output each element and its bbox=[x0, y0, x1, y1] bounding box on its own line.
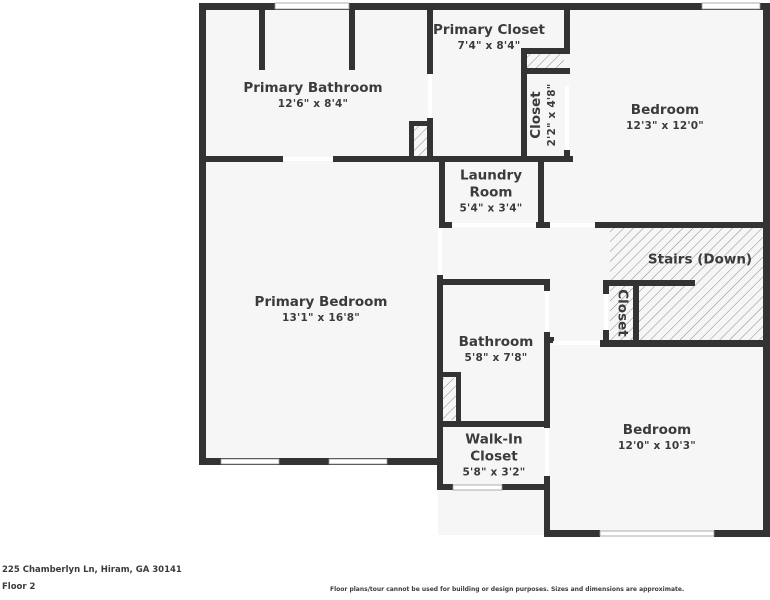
window bbox=[452, 484, 503, 491]
property-address: 225 Chamberlyn Ln, Hiram, GA 30141 bbox=[2, 565, 182, 575]
window bbox=[701, 2, 761, 10]
room-closet-top: Closet 2'2" x 4'8" bbox=[528, 84, 560, 147]
room-dimensions: 7'4" x 8'4" bbox=[457, 40, 521, 52]
floor-label: Floor 2 bbox=[2, 582, 36, 592]
room-dimensions: 13'1" x 16'8" bbox=[282, 312, 360, 324]
room-bedroom-bottom: Bedroom 12'0" x 10'3" bbox=[618, 422, 696, 454]
room-name: Bedroom bbox=[630, 102, 700, 118]
room-name: Primary Bathroom bbox=[243, 80, 383, 96]
room-closet-stairs: Closet bbox=[614, 289, 631, 336]
room-name-line2: Closet bbox=[470, 448, 518, 465]
window bbox=[599, 530, 715, 537]
shaft-hatch-bath bbox=[414, 126, 428, 156]
room-name: Stairs (Down) bbox=[647, 251, 753, 268]
room-dimensions: 12'0" x 10'3" bbox=[618, 440, 696, 452]
room-laundry: Laundry Room 5'4" x 3'4" bbox=[460, 168, 523, 217]
room-name-line1: Walk-In bbox=[465, 431, 523, 448]
windows bbox=[220, 2, 761, 537]
room-name: Closet bbox=[614, 289, 631, 337]
room-dimensions: 12'3" x 12'0" bbox=[626, 120, 704, 132]
disclaimer-text: Floor plans/tour cannot be used for buil… bbox=[330, 586, 685, 593]
room-name: Primary Closet bbox=[433, 22, 545, 38]
room-name: Closet bbox=[528, 91, 544, 139]
room-primary-bathroom: Primary Bathroom 12'6" x 8'4" bbox=[243, 80, 382, 112]
room-primary-bedroom: Primary Bedroom 13'1" x 16'8" bbox=[255, 294, 388, 326]
room-primary-closet: Primary Closet 7'4" x 8'4" bbox=[433, 22, 545, 54]
room-name: Primary Bedroom bbox=[254, 294, 388, 310]
door-openings bbox=[283, 74, 608, 476]
shaft-hatch-bedroom bbox=[443, 378, 456, 420]
room-name-line2: Room bbox=[469, 184, 513, 201]
room-stairs: Stairs (Down) bbox=[648, 252, 752, 269]
window bbox=[328, 458, 388, 465]
room-name-line1: Laundry bbox=[459, 167, 523, 184]
room-dimensions: 5'8" x 7'8" bbox=[464, 352, 528, 364]
room-bathroom: Bathroom 5'8" x 7'8" bbox=[459, 334, 534, 366]
shaft-hatch-closet bbox=[527, 54, 564, 68]
room-name: Bathroom bbox=[458, 334, 534, 350]
room-dimensions: 2'2" x 4'8" bbox=[546, 83, 558, 147]
room-walk-in-closet: Walk-In Closet 5'8" x 3'2" bbox=[463, 432, 526, 481]
window bbox=[220, 458, 280, 465]
room-dimensions: 12'6" x 8'4" bbox=[277, 98, 349, 110]
room-dimensions: 5'8" x 3'2" bbox=[462, 466, 526, 479]
room-name: Bedroom bbox=[622, 422, 692, 438]
room-bedroom-top: Bedroom 12'3" x 12'0" bbox=[626, 102, 704, 134]
window bbox=[274, 2, 350, 10]
walls bbox=[199, 3, 770, 537]
room-dimensions: 5'4" x 3'4" bbox=[459, 202, 523, 215]
